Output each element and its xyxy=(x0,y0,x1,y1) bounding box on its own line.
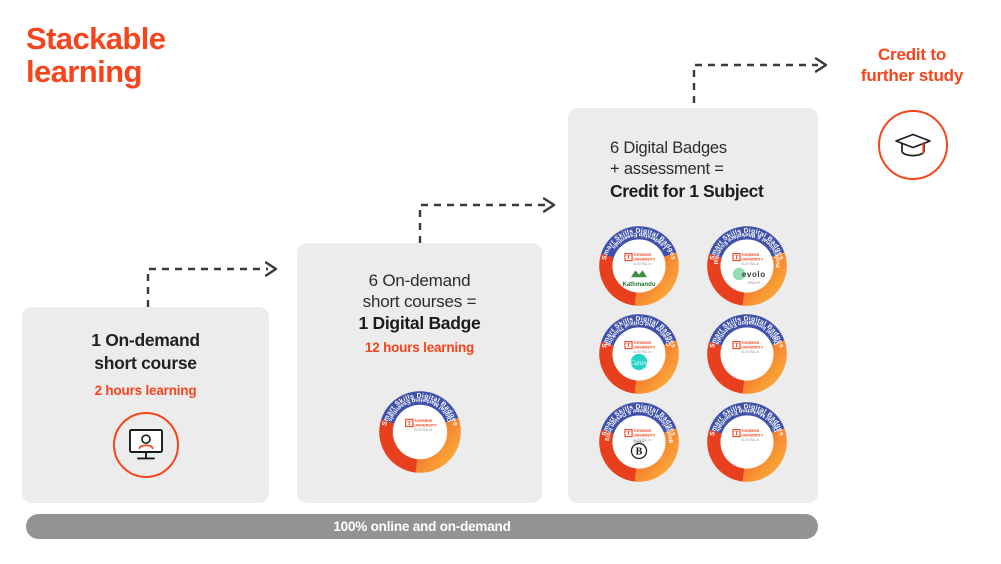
digital-badge-grid: Smart Skills Digital Badges Leadership E… xyxy=(599,226,787,482)
digital-badge-leadership-essentials: Smart Skills Digital Badges Leadership E… xyxy=(599,226,679,306)
svg-text:T: T xyxy=(627,343,631,349)
svg-text:GROUP: GROUP xyxy=(748,281,761,285)
monitor-person-icon xyxy=(112,412,179,478)
svg-text:AUSTRALIA: AUSTRALIA xyxy=(741,438,760,442)
svg-text:Canva: Canva xyxy=(630,360,648,367)
digital-badge-digital-innovation-essentials: Smart Skills Digital Badges Digital Inno… xyxy=(707,314,787,394)
panel3-line-1: 6 Digital Badges xyxy=(610,139,727,157)
panel-six-short-courses-one-badge: 6 On-demand short courses = 1 Digital Ba… xyxy=(297,243,542,503)
digital-badge-professional-workplace-essentials: Smart Skills Digital Badges Professional… xyxy=(707,226,787,306)
digital-badge-digital-marketing-essentials: Smart Skills Digital Badges Digital Mark… xyxy=(378,391,461,473)
panel3-line-2: + assessment = xyxy=(610,160,724,178)
svg-text:TORRENS: TORRENS xyxy=(633,429,651,433)
online-on-demand-bar: 100% online and on-demand xyxy=(26,514,818,539)
svg-text:Certified: Certified xyxy=(634,439,645,443)
page-title: Stackable learning xyxy=(26,22,346,89)
credit-further-study-label: Credit to further study xyxy=(832,44,992,87)
svg-text:UNIVERSITY: UNIVERSITY xyxy=(741,346,764,350)
panel1-heading: 1 On-demand short course xyxy=(22,329,269,375)
arrow-panel1-to-panel2 xyxy=(146,261,286,310)
svg-text:AUSTRALIA: AUSTRALIA xyxy=(741,350,760,354)
svg-text:T: T xyxy=(627,255,631,261)
svg-text:TORRENS: TORRENS xyxy=(414,419,433,423)
svg-text:UNIVERSITY: UNIVERSITY xyxy=(633,346,656,350)
svg-text:T: T xyxy=(407,421,411,427)
online-on-demand-label: 100% online and on-demand xyxy=(333,519,511,534)
panel2-hours-label: 12 hours learning xyxy=(364,340,475,355)
panel1-heading-line-2: short course xyxy=(94,352,197,373)
svg-text:T: T xyxy=(735,255,739,261)
digital-badge-digital-marketing-essentials: Smart Skills Digital Badges Digital Mark… xyxy=(707,402,787,482)
panel-six-badges-credit-subject: 6 Digital Badges + assessment = Credit f… xyxy=(568,108,818,503)
svg-text:TORRENS: TORRENS xyxy=(741,341,759,345)
panel2-line-1: 6 On-demand xyxy=(368,271,471,290)
digital-badge-creative-critical-thinking: Smart Skills Digital Badges Creative and… xyxy=(599,314,679,394)
credit-label-line-1: Credit to xyxy=(877,45,947,64)
svg-text:TORRENS: TORRENS xyxy=(633,341,651,345)
svg-text:TORRENS: TORRENS xyxy=(741,429,759,433)
credit-label-line-2: further study xyxy=(860,66,964,86)
svg-text:T: T xyxy=(735,431,739,437)
panel2-line-3: 1 Digital Badge xyxy=(358,313,481,333)
svg-text:AUSTRALIA: AUSTRALIA xyxy=(741,262,760,266)
arrow-panel2-to-panel3 xyxy=(418,197,563,246)
svg-text:UNIVERSITY: UNIVERSITY xyxy=(414,423,437,427)
svg-text:UNIVERSITY: UNIVERSITY xyxy=(633,258,656,262)
svg-text:T: T xyxy=(735,343,739,349)
svg-text:AUSTRALIA: AUSTRALIA xyxy=(633,438,652,442)
svg-text:AUSTRALIA: AUSTRALIA xyxy=(414,428,433,432)
panel1-hours-label: 2 hours learning xyxy=(94,383,197,398)
svg-text:TORRENS: TORRENS xyxy=(741,253,759,257)
graduation-cap-icon xyxy=(878,110,948,180)
panel-one-on-demand-short-course: 1 On-demand short course 2 hours learnin… xyxy=(22,307,269,503)
arrow-panel3-to-credit xyxy=(692,57,842,106)
panel1-heading-line-1: 1 On-demand xyxy=(91,330,200,350)
svg-text:UNIVERSITY: UNIVERSITY xyxy=(633,434,656,438)
svg-text:Kathmandu: Kathmandu xyxy=(623,282,656,288)
digital-badge-organisational-change-design: Smart Skills Digital Badges Organisation… xyxy=(599,402,679,482)
svg-text:AUSTRALIA: AUSTRALIA xyxy=(633,262,652,266)
svg-text:TORRENS: TORRENS xyxy=(633,253,651,257)
svg-text:UNIVERSITY: UNIVERSITY xyxy=(741,434,764,438)
svg-text:T: T xyxy=(627,431,631,437)
svg-text:evolo: evolo xyxy=(742,270,766,279)
svg-text:B: B xyxy=(636,447,643,458)
panel3-line-3: Credit for 1 Subject xyxy=(610,181,764,201)
title-line-2: learning xyxy=(26,54,142,90)
panel2-line-2: short courses = xyxy=(362,292,477,311)
svg-text:UNIVERSITY: UNIVERSITY xyxy=(741,258,764,262)
svg-text:AUSTRALIA: AUSTRALIA xyxy=(633,350,652,354)
title-line-1: Stackable xyxy=(26,21,166,56)
